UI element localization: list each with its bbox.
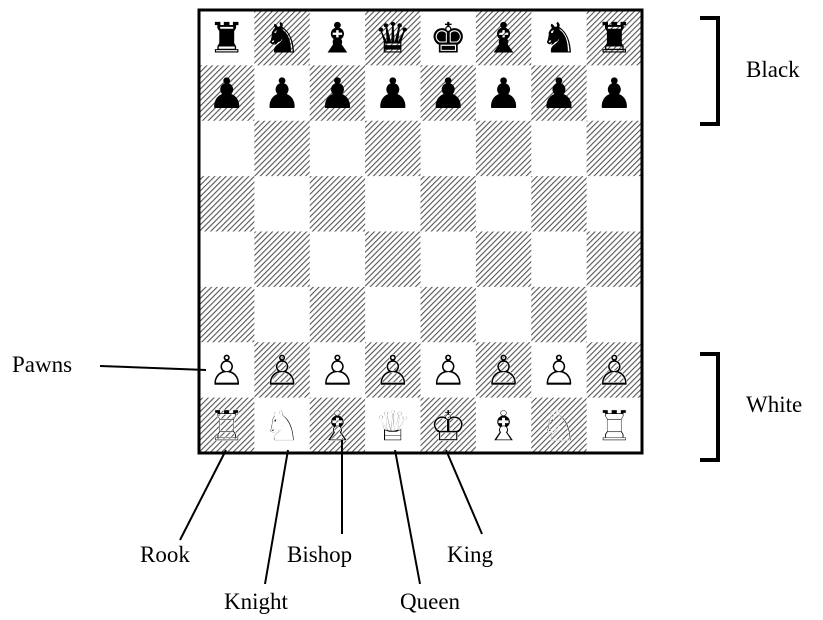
white-pawn-icon: ♙ bbox=[374, 346, 412, 395]
dark-square bbox=[587, 232, 643, 288]
light-square bbox=[254, 176, 310, 232]
dark-square bbox=[310, 176, 366, 232]
light-square bbox=[587, 176, 643, 232]
light-square bbox=[587, 287, 643, 343]
black-pawn-icon: ♟ bbox=[540, 69, 578, 118]
white-king-icon: ♔ bbox=[429, 401, 467, 450]
dark-square bbox=[365, 121, 421, 177]
white-knight-icon: ♘ bbox=[263, 401, 301, 450]
dark-square bbox=[199, 176, 255, 232]
white-pawn-icon: ♙ bbox=[429, 346, 467, 395]
dark-square bbox=[421, 176, 477, 232]
white-pawn-icon: ♙ bbox=[263, 346, 301, 395]
white-rook-icon: ♖ bbox=[208, 401, 246, 450]
white-label: White bbox=[746, 392, 802, 417]
dark-square bbox=[199, 287, 255, 343]
light-square bbox=[254, 287, 310, 343]
light-square bbox=[476, 176, 532, 232]
light-square bbox=[476, 287, 532, 343]
light-square bbox=[531, 232, 587, 288]
dark-square bbox=[421, 287, 477, 343]
black-pawn-icon: ♟ bbox=[595, 69, 633, 118]
black-rook-icon: ♜ bbox=[208, 14, 246, 63]
black-pawn-icon: ♟ bbox=[374, 69, 412, 118]
black-bishop-icon: ♝ bbox=[485, 14, 523, 63]
light-square bbox=[421, 232, 477, 288]
rook-leader-line bbox=[180, 450, 226, 540]
pawns-label: Pawns bbox=[12, 352, 72, 377]
dark-square bbox=[365, 232, 421, 288]
black-pawn-icon: ♟ bbox=[208, 69, 246, 118]
dark-square bbox=[531, 287, 587, 343]
black-pawn-icon: ♟ bbox=[429, 69, 467, 118]
white-pawn-icon: ♙ bbox=[540, 346, 578, 395]
dark-square bbox=[587, 121, 643, 177]
king-label: King bbox=[447, 542, 494, 567]
dark-square bbox=[531, 176, 587, 232]
dark-square bbox=[254, 232, 310, 288]
white-pawn-icon: ♙ bbox=[319, 346, 357, 395]
black-bracket bbox=[700, 18, 718, 124]
light-square bbox=[199, 232, 255, 288]
dark-square bbox=[310, 287, 366, 343]
knight-leader-line bbox=[265, 450, 288, 584]
black-rook-icon: ♜ bbox=[595, 14, 633, 63]
light-square bbox=[310, 232, 366, 288]
black-label: Black bbox=[746, 57, 800, 82]
dark-square bbox=[254, 121, 310, 177]
black-king-icon: ♚ bbox=[429, 14, 467, 63]
queen-label: Queen bbox=[400, 589, 461, 614]
dark-square bbox=[476, 232, 532, 288]
black-pawn-icon: ♟ bbox=[485, 69, 523, 118]
pawns-leader-line bbox=[100, 366, 206, 370]
queen-leader-line bbox=[395, 450, 420, 584]
white-pawn-icon: ♙ bbox=[595, 346, 633, 395]
light-square bbox=[199, 121, 255, 177]
white-pawn-icon: ♙ bbox=[208, 346, 246, 395]
chessboard: ♜ ♞ ♝ ♛ ♚ ♝ ♞ ♜ ♟ ♟ ♟ ♟ ♟ ♟ ♟ ♟ ♙ ♙ ♙ ♙ ♙ ♙ ♙ ♙ ♖ ♘ ♗ ♕ ♔ ♗ ♘ ♖ bbox=[199, 10, 643, 454]
knight-label: Knight bbox=[224, 589, 289, 614]
dark-square bbox=[476, 121, 532, 177]
light-square bbox=[365, 176, 421, 232]
black-pawn-icon: ♟ bbox=[263, 69, 301, 118]
white-queen-icon: ♕ bbox=[374, 401, 412, 450]
white-knight-icon: ♘ bbox=[540, 401, 578, 450]
white-bracket bbox=[700, 354, 718, 460]
light-square bbox=[421, 121, 477, 177]
black-knight-icon: ♞ bbox=[540, 14, 578, 63]
black-queen-icon: ♛ bbox=[374, 14, 412, 63]
white-rook-icon: ♖ bbox=[595, 401, 633, 450]
bishop-label: Bishop bbox=[287, 542, 352, 567]
white-pawn-icon: ♙ bbox=[485, 346, 523, 395]
white-bishop-icon: ♗ bbox=[485, 401, 523, 450]
light-square bbox=[365, 287, 421, 343]
white-bishop-icon: ♗ bbox=[319, 401, 357, 450]
light-square bbox=[310, 121, 366, 177]
black-knight-icon: ♞ bbox=[263, 14, 301, 63]
rook-label: Rook bbox=[140, 542, 190, 567]
king-leader-line bbox=[446, 450, 482, 534]
black-bishop-icon: ♝ bbox=[319, 14, 357, 63]
black-pawn-icon: ♟ bbox=[319, 69, 357, 118]
light-square bbox=[531, 121, 587, 177]
